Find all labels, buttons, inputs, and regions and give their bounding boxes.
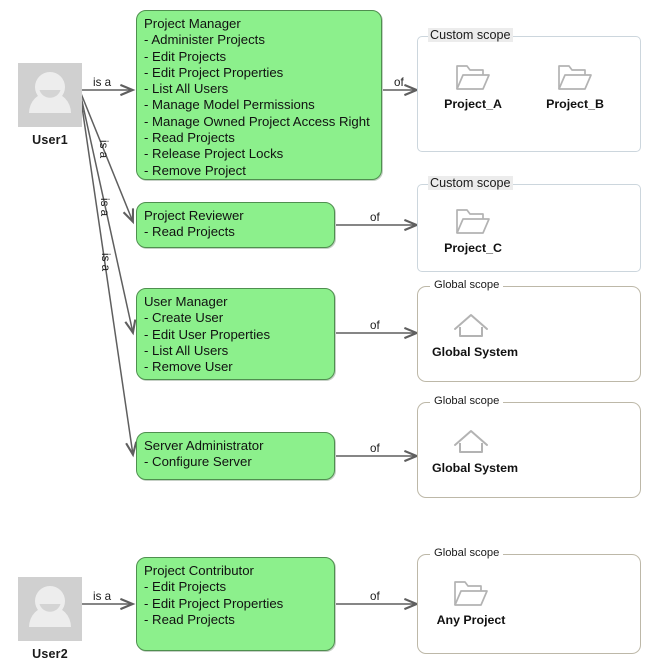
role-permission: - Edit Projects	[144, 579, 227, 595]
role-permission: - List All Users	[144, 81, 229, 97]
role-permission: - Configure Server	[144, 454, 252, 470]
folder-icon	[434, 59, 512, 95]
edge-label-is-a: is a	[97, 140, 110, 159]
home-icon	[432, 423, 510, 459]
edge-label-is-a: is a	[93, 590, 112, 603]
role-permission: - Administer Projects	[144, 32, 265, 48]
scope-item[interactable]: Project_A	[434, 59, 512, 111]
edge-label-is-a: is a	[98, 198, 111, 217]
home-icon	[432, 307, 510, 343]
role-permission: - Create User	[144, 310, 224, 326]
actor-user2[interactable]: User2	[14, 577, 86, 661]
edge-label-of: of	[394, 76, 404, 89]
role-permission: - Manage Owned Project Access Right	[144, 113, 370, 129]
role-permission: - Read Projects	[144, 130, 235, 146]
edge-label-of: of	[370, 442, 380, 455]
scope-legend: Global scope	[430, 547, 504, 559]
scope-item[interactable]: Project_B	[536, 59, 614, 111]
role-permission: - Manage Model Permissions	[144, 97, 315, 113]
scope-item[interactable]: Project_C	[434, 203, 512, 255]
scope-box-global-system-1[interactable]: Global scope Global System	[417, 279, 641, 382]
role-title: Project Manager	[144, 16, 241, 31]
scope-item-label: Project_C	[444, 241, 502, 255]
role-permission: - List All Users	[144, 342, 229, 358]
user-avatar-icon	[18, 577, 82, 641]
role-permission: - Edit Projects	[144, 48, 227, 64]
role-permission: - Read Projects	[144, 224, 235, 240]
role-permission: - Edit Project Properties	[144, 64, 284, 80]
edge-label-of: of	[370, 319, 380, 332]
scope-box-global-system-2[interactable]: Global scope Global System	[417, 395, 641, 498]
role-title: Project Contributor	[144, 563, 254, 578]
folder-icon	[536, 59, 614, 95]
folder-icon	[434, 203, 512, 239]
scope-item-label: Global System	[432, 345, 519, 359]
scope-item-label: Project_B	[546, 97, 604, 111]
role-title: Server Administrator	[144, 438, 264, 453]
role-permission: - Release Project Locks	[144, 146, 284, 162]
scope-item-label: Global System	[432, 461, 519, 475]
scope-box-custom-projects-ab[interactable]: Custom scope Project_A Pro	[417, 28, 641, 152]
actor-label: User1	[32, 133, 68, 147]
actor-label: User2	[32, 647, 68, 661]
role-title: User Manager	[144, 294, 228, 309]
actor-user1[interactable]: User1	[14, 63, 86, 147]
edge-label-of: of	[370, 590, 380, 603]
scope-legend: Custom scope	[428, 176, 513, 190]
scope-legend: Global scope	[430, 395, 504, 407]
scope-legend: Custom scope	[428, 28, 513, 42]
role-box-project-reviewer[interactable]: Project Reviewer - Read Projects	[136, 202, 335, 248]
role-permission: - Edit User Properties	[144, 326, 271, 342]
role-title: Project Reviewer	[144, 208, 244, 223]
user-avatar-icon	[18, 63, 82, 127]
scope-item-label: Project_A	[444, 97, 502, 111]
scope-item[interactable]: Global System	[432, 423, 519, 475]
role-box-project-contributor[interactable]: Project Contributor - Edit Projects - Ed…	[136, 557, 335, 651]
scope-item-label: Any Project	[436, 613, 506, 627]
scope-legend: Global scope	[430, 279, 504, 291]
edge-label-of: of	[370, 211, 380, 224]
scope-item[interactable]: Global System	[432, 307, 519, 359]
folder-icon	[432, 575, 510, 611]
role-permission: - Edit Project Properties	[144, 595, 284, 611]
scope-item[interactable]: Any Project	[432, 575, 510, 627]
role-permission: - Remove User	[144, 359, 233, 375]
role-box-user-manager[interactable]: User Manager - Create User - Edit User P…	[136, 288, 335, 380]
scope-box-global-any-project[interactable]: Global scope Any Project	[417, 547, 641, 654]
role-permission: - Read Projects	[144, 611, 235, 627]
edge-label-is-a: is a	[93, 76, 112, 89]
scope-box-custom-project-c[interactable]: Custom scope Project_C	[417, 176, 641, 272]
role-permission: - Remove Project	[144, 162, 246, 178]
role-box-server-administrator[interactable]: Server Administrator - Configure Server	[136, 432, 335, 480]
edge-label-is-a: is a	[99, 253, 112, 272]
role-box-project-manager[interactable]: Project Manager - Administer Projects - …	[136, 10, 382, 180]
